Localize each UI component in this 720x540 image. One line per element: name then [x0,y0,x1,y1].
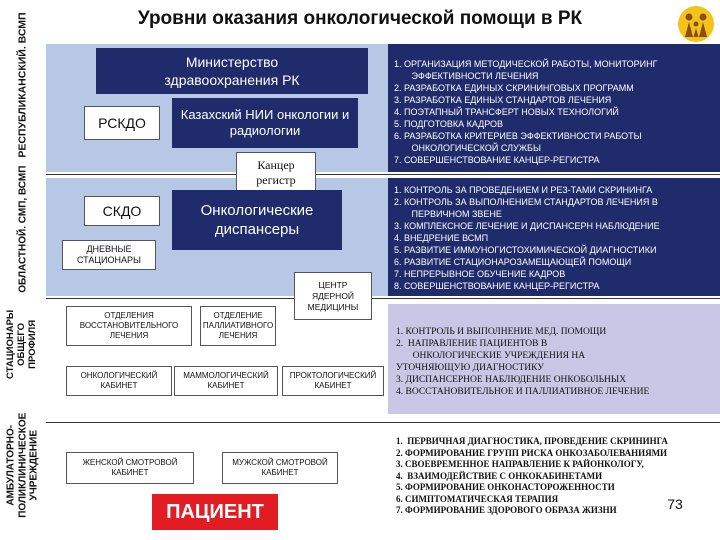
list-item: 6. РАЗВИТИЕ СТАЦИОНАРОЗАМЕЩАЮЩЕЙ ПОМОЩИ [394,257,632,267]
patient-box: ПАЦИЕНТ [152,494,278,530]
list-item: 1. КОНТРОЛЬ ЗА ПРОВЕДЕНИЕМ И РЕЗ-ТАМИ СК… [394,185,653,195]
list-item: ПЕРВИЧНОМ ЗВЕНЕ [394,209,502,219]
list-item: 2. ФОРМИРОВАНИЕ ГРУПП РИСКА ОНКОЗАБОЛЕВА… [396,447,668,458]
cancer-register-box: Канцер регистр [236,152,316,194]
list-item: 5. ПОДГОТОВКА КАДРОВ [394,119,504,129]
family-logo-icon [676,4,716,44]
list-item: 4. ВЗАИМОДЕЙСТВИЕ С ОНКОКАБИНЕТАМИ [396,470,603,481]
section-label-hospitals-text: СТАЦИОНАРЫ ОБЩЕГО ПРОФИЛЯ [5,309,39,379]
kaziior-box: Казахский НИИ онкологии и радиологии [172,98,358,148]
section-label-oblast: ОБЛАСТНОЙ. СМП, ВСМП [0,165,46,294]
list-item: 2. НАПРАВЛЕНИЕ ПАЦИЕНТОВ В [396,339,548,349]
list-item: 3. СВОЕВРЕМЕННОЕ НАПРАВЛЕНИЕ К РАЙОНКОЛО… [396,459,644,469]
list-item: 7. ФОРМИРОВАНИЕ ЗДОРОВОГО ОБРАЗА ЖИЗНИ [396,505,617,515]
section-label-outpatient: АМБУЛАТОРНО-ПОЛИКЛИНИЧЕСКОЕ УЧРЕЖДЕНИЕ [0,392,46,538]
page-title: Уровни оказания онкологической помощи в … [137,8,583,29]
list-item: 4. ВОССТАНОВИТЕЛЬНОЕ И ПАЛЛИАТИВНОЕ ЛЕЧЕ… [396,387,650,397]
outpatient-functions-list: 1. ПЕРВИЧНАЯ ДИАГНОСТИКА, ПРОВЕДЕНИЕ СКР… [396,436,676,532]
list-item: 1. ОРГАНИЗАЦИЯ МЕТОДИЧЕСКОЙ РАБОТЫ, МОНИ… [394,59,658,69]
divider [46,298,720,299]
list-item: 7. НЕПРЕРЫВНОЕ ОБУЧЕНИЕ КАДРОВ [394,269,566,279]
palliative-box: ОТДЕЛЕНИЕ ПАЛЛИАТИВНОГО ЛЕЧЕНИЯ [200,306,276,346]
day-hospitals-box: ДНЕВНЫЕ СТАЦИОНАРЫ [62,240,156,270]
section-label-outpatient-text: АМБУЛАТОРНО-ПОЛИКЛИНИЧЕСКОЕ УЧРЕЖДЕНИЕ [5,412,40,518]
list-item: УТОЧНЯЮЩУЮ ДИАГНОСТИКУ [396,363,545,373]
hospitals-band [388,304,720,414]
list-item: 2. РАЗРАБОТКА ЕДИНЫХ СКРИНИНГОВЫХ ПРОГРА… [394,83,634,93]
skdo-box: СКДО [84,196,160,226]
mammo-cabinet-box: МАММОЛОГИЧЕСКИЙ КАБИНЕТ [174,366,278,396]
section-label-hospitals: СТАЦИОНАРЫ ОБЩЕГО ПРОФИЛЯ [0,300,46,388]
female-exam-room-box: ЖЕНСКОЙ СМОТРОВОЙ КАБИНЕТ [66,452,194,484]
list-item: 3. РАЗРАБОТКА ЕДИНЫХ СТАНДАРТОВ ЛЕЧЕНИЯ [394,95,612,105]
oblast-functions-list: 1. КОНТРОЛЬ ЗА ПРОВЕДЕНИЕМ И РЕЗ-ТАМИ СК… [388,178,720,296]
republic-functions-list: 1. ОРГАНИЗАЦИЯ МЕТОДИЧЕСКОЙ РАБОТЫ, МОНИ… [388,44,720,172]
list-item: 1. ПЕРВИЧНАЯ ДИАГНОСТИКА, ПРОВЕДЕНИЕ СКР… [396,436,668,446]
list-item: ОНКОЛОГИЧЕСКИЕ УЧРЕЖДЕНИЯ НА [396,351,586,361]
divider [46,422,720,423]
section-label-republic: РЕСПУБЛИКАНСКИЙ. ВСМП [0,4,46,166]
list-item: ЭФФЕКТИВНОСТИ ЛЕЧЕНИЯ [394,71,539,81]
procto-cabinet-box: ПРОКТОЛОГИЧЕСКИЙ КАБИНЕТ [282,366,384,396]
hospital-functions-list: 1. КОНТРОЛЬ И ВЫПОЛНЕНИЕ МЕД. ПОМОЩИ 2. … [396,326,716,406]
list-item: 8. СОВЕРШЕНСТВОВАНИЕ КАНЦЕР-РЕГИСТРА [394,281,600,291]
list-item: 6. СИМПТОМАТИЧЕСКАЯ ТЕРАПИЯ [396,493,559,504]
list-item: 3. КОМПЛЕКСНОЕ ЛЕЧЕНИЕ И ДИСПАНСЕРН НАБЛ… [394,221,660,231]
list-item: 6. РАЗРАБОТКА КРИТЕРИЕВ ЭФФЕКТИВНОСТИ РА… [394,131,642,141]
list-item: ОНКОЛОГИЧЕСКОЙ СЛУЖБЫ [394,143,541,153]
list-item: 7. СОВЕРШЕНСТВОВАНИЕ КАНЦЕР-РЕГИСТРА [394,155,600,165]
onco-cabinet-box: ОНКОЛОГИЧЕСКИЙ КАБИНЕТ [66,366,172,396]
rehab-box: ОТДЕЛЕНИЯ ВОССТАНОВИТЕЛЬНОГО ЛЕЧЕНИЯ [66,306,192,346]
section-label-republic-text: РЕСПУБЛИКАНСКИЙ. ВСМП [16,12,29,158]
rskdo-box: РСКДО [84,106,160,140]
list-item: 5. ФОРМИРОВАНИЕ ОНКОНАСТОРОЖЕННОСТИ [396,482,615,492]
list-item: 1. КОНТРОЛЬ И ВЫПОЛНЕНИЕ МЕД. ПОМОЩИ [396,327,607,337]
nuclear-center-box: ЦЕНТР ЯДЕРНОЙ МЕДИЦИНЫ [294,272,372,320]
dispensaries-box: Онкологические диспансеры [172,190,342,250]
divider [46,174,720,175]
male-exam-room-box: МУЖСКОЙ СМОТРОВОЙ КАБИНЕТ [222,452,338,484]
slide-number: 73 [667,496,683,512]
ministry-box: Министерство здравоохранения РК [96,48,368,94]
section-label-oblast-text: ОБЛАСТНОЙ. СМП, ВСМП [17,165,29,293]
list-item: 3. ДИСПАНСЕРНОЕ НАБЛЮДЕНИЕ ОНКОБОЛЬНЫХ [396,375,627,385]
list-item: 2. КОНТРОЛЬ ЗА ВЫПОЛНЕНИЕМ СТАНДАРТОВ ЛЕ… [394,197,658,207]
list-item: 4. ВНЕДРЕНИЕ ВСМП [394,233,489,243]
list-item: 4. ПОЭТАПНЫЙ ТРАНСФЕРТ НОВЫХ ТЕХНОЛОГИЙ [394,107,619,117]
list-item: 5. РАЗВИТИЕ ИММУНОГИСТОХИМИЧЕСКОЙ ДИАГНО… [394,245,657,255]
